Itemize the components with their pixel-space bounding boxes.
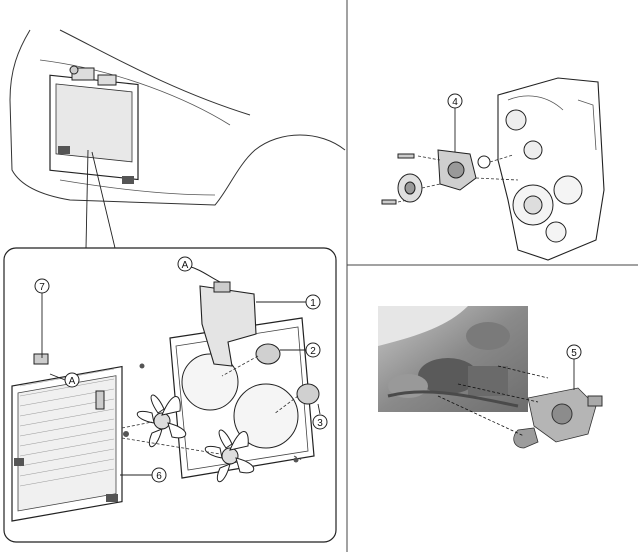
callout-1: 1 xyxy=(256,294,321,310)
car-body-outline xyxy=(9,29,346,206)
fan-motor-2 xyxy=(255,343,281,365)
callout-6: 6 xyxy=(120,467,167,483)
fastener-bolts xyxy=(381,153,415,205)
callout-a-reservoir-text: A xyxy=(182,260,189,271)
pulley xyxy=(397,173,423,203)
fan-motor-3 xyxy=(296,383,320,405)
callout-a-radiator: A xyxy=(49,372,80,388)
thermostat-housing-view: 5 xyxy=(378,306,603,449)
fastener-bolts xyxy=(123,363,299,463)
water-pump-engine-view: 4 xyxy=(381,77,605,261)
fan-icon xyxy=(204,429,255,483)
engine-bay-photo xyxy=(378,306,528,412)
reservoir-tank xyxy=(199,281,257,367)
fan-icon xyxy=(136,394,187,448)
radiator-assembly xyxy=(11,353,123,522)
callout-1-text: 1 xyxy=(310,298,316,309)
callout-4-text: 4 xyxy=(452,97,458,108)
callout-7-text: 7 xyxy=(39,282,45,293)
callout-2-text: 2 xyxy=(310,346,316,357)
car-fender-line xyxy=(39,59,231,126)
callout-a-reservoir: A xyxy=(177,256,193,272)
vehicle-outline-view xyxy=(9,29,346,249)
thermostat-housing xyxy=(513,387,603,449)
callout-6-text: 6 xyxy=(156,471,162,482)
callout-a-radiator-text: A xyxy=(69,376,76,387)
radiator-fins xyxy=(19,368,115,487)
car-bumper-line xyxy=(59,179,216,196)
radiator-icon xyxy=(49,65,139,184)
callout-5: 5 xyxy=(566,344,582,390)
car-hood-line xyxy=(59,29,251,116)
callout-7: 7 xyxy=(34,278,50,358)
cooling-fan-exploded-view: A A 1 2 3 6 7 xyxy=(3,247,337,543)
callout-3: 3 xyxy=(312,403,328,430)
callout-5-text: 5 xyxy=(571,348,577,359)
fan-shroud xyxy=(169,317,315,479)
callout-3-text: 3 xyxy=(317,418,323,429)
pump-icon xyxy=(437,149,491,191)
engine-icon xyxy=(497,77,605,261)
callout-4: 4 xyxy=(447,93,463,152)
callout-2: 2 xyxy=(280,342,321,358)
